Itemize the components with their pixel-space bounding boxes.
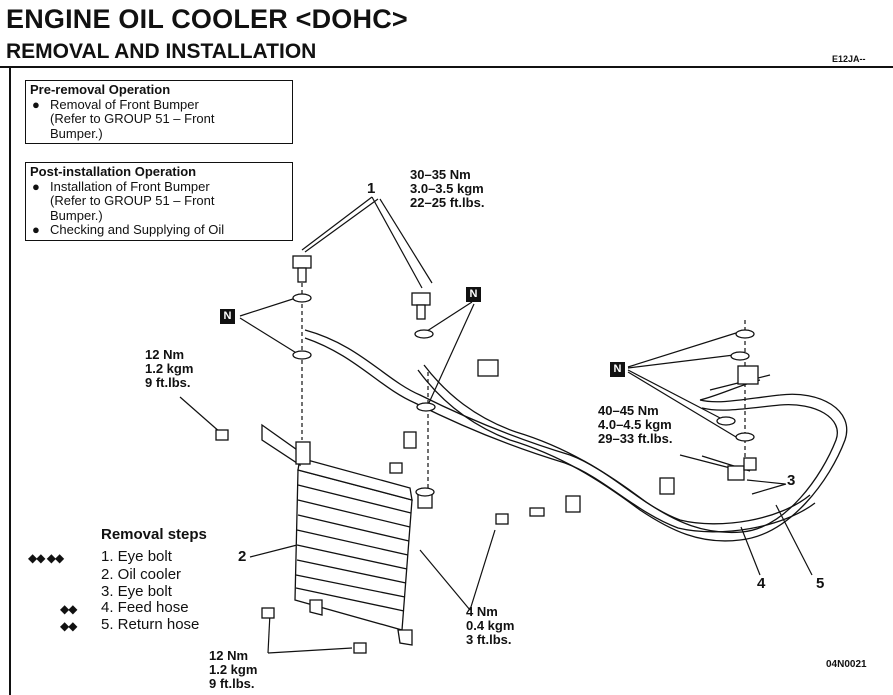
pre-removal-item-ref-end: Bumper.) (50, 125, 103, 141)
removal-step: 5. Return hose (101, 616, 200, 633)
pre-removal-item-ref: (Refer to GROUP 51 – Front (50, 111, 215, 126)
section-code: E12JA-- (832, 54, 866, 64)
post-installation-item-ref: (Refer to GROUP 51 – Front (50, 193, 215, 208)
new-part-marker: N (610, 362, 625, 377)
removal-steps-title: Removal steps (101, 526, 207, 543)
callout-4: 4 (757, 575, 766, 592)
torque-eye-bolt: 30–35 Nm 3.0–3.5 kgm 22–25 ft.lbs. (410, 168, 484, 210)
post-installation-item: ● Checking and Supplying of Oil (30, 222, 288, 238)
torque-hose-eye-bolt: 40–45 Nm 4.0–4.5 kgm 29–33 ft.lbs. (598, 404, 672, 446)
torque-nm: 12 Nm (209, 648, 249, 663)
bullet: ● (32, 222, 40, 237)
torque-kgm: 1.2 kgm (209, 662, 258, 677)
torque-ftlbs: 9 ft.lbs. (145, 375, 191, 390)
step-marks: ◆◆ (60, 619, 77, 633)
removal-step: 2. Oil cooler (101, 566, 182, 583)
torque-kgm: 0.4 kgm (466, 618, 515, 633)
torque-cooler-bolt: 12 Nm 1.2 kgm 9 ft.lbs. (145, 348, 193, 390)
new-part-marker: N (220, 309, 235, 324)
torque-nm: 30–35 Nm (410, 167, 471, 182)
post-installation-item-ref-end: Bumper.) (50, 207, 103, 223)
torque-ftlbs: 3 ft.lbs. (466, 632, 512, 647)
pre-removal-heading: Pre-removal Operation (30, 82, 171, 97)
post-installation-item-text: Installation of Front Bumper (50, 178, 210, 194)
torque-clamp-bolt: 4 Nm 0.4 kgm 3 ft.lbs. (466, 605, 514, 647)
removal-step: 3. Eye bolt (101, 583, 172, 600)
torque-nm: 40–45 Nm (598, 403, 659, 418)
step-marks: ◆◆ (60, 602, 77, 616)
callout-3: 3 (787, 472, 796, 489)
post-installation-heading: Post-installation Operation (30, 164, 197, 179)
torque-nm: 4 Nm (466, 604, 498, 619)
post-installation-box: Post-installation Operation ● Installati… (25, 162, 293, 241)
callout-2: 2 (238, 548, 247, 565)
bullet: ● (32, 178, 40, 194)
removal-step: 4. Feed hose (101, 599, 189, 616)
post-installation-item: ● Installation of Front Bumper (30, 178, 288, 195)
torque-ftlbs: 9 ft.lbs. (209, 676, 255, 691)
torque-nm: 12 Nm (145, 347, 185, 362)
header-rule (0, 66, 893, 68)
post-installation-item-text: Checking and Supplying of Oil (50, 222, 225, 237)
torque-bracket-bolt: 12 Nm 1.2 kgm 9 ft.lbs. (209, 649, 257, 691)
torque-kgm: 1.2 kgm (145, 361, 194, 376)
left-margin-rule (9, 66, 11, 695)
pre-removal-item: ● Removal of Front Bumper (30, 96, 288, 113)
pre-removal-item-text: Removal of Front Bumper (50, 96, 199, 112)
callout-1: 1 (367, 180, 376, 197)
figure-code: 04N0021 (826, 659, 867, 670)
page-title: ENGINE OIL COOLER <DOHC> (6, 4, 408, 34)
callout-5: 5 (816, 575, 825, 592)
torque-kgm: 3.0–3.5 kgm (410, 181, 484, 196)
removal-step: 1. Eye bolt (101, 548, 172, 565)
pre-removal-box: Pre-removal Operation ● Removal of Front… (25, 80, 293, 144)
new-part-marker: N (466, 287, 481, 302)
page-subtitle: REMOVAL AND INSTALLATION (6, 40, 317, 63)
torque-ftlbs: 29–33 ft.lbs. (598, 431, 673, 446)
torque-ftlbs: 22–25 ft.lbs. (410, 195, 485, 210)
step-marks: ◆◆ ◆◆ (28, 551, 64, 565)
torque-kgm: 4.0–4.5 kgm (598, 417, 672, 432)
bullet: ● (32, 96, 40, 112)
